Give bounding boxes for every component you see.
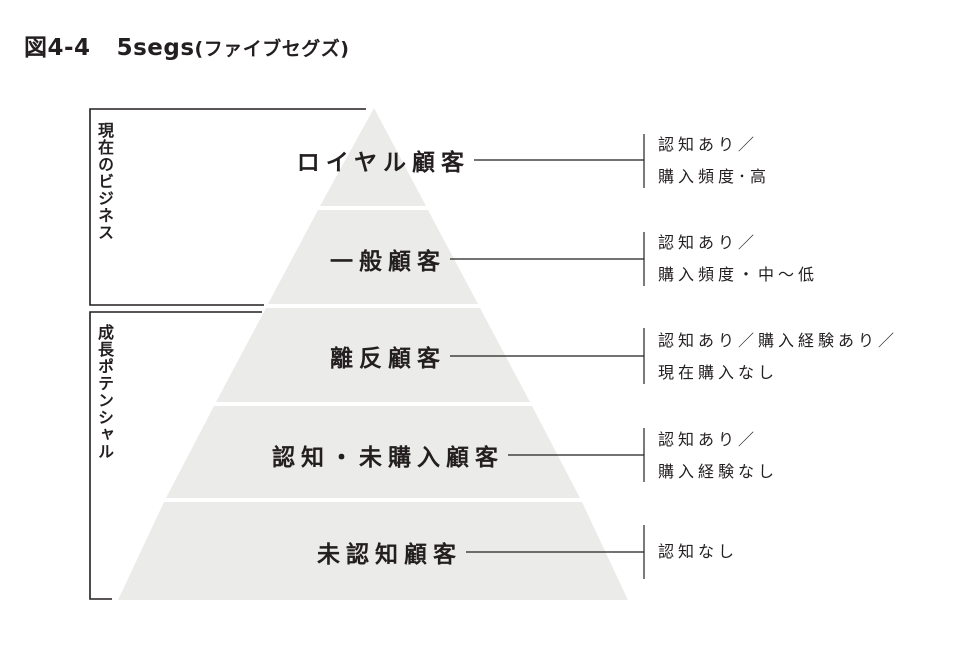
figure-number: 図4-4 xyxy=(24,35,91,61)
desc-line: 購入頻度・中～低 xyxy=(658,265,819,284)
tier-band-1 xyxy=(320,108,426,206)
tier-band-3 xyxy=(216,308,530,402)
tier-desc-aware-non-purchaser: 認知あり／ 購入経験なし xyxy=(658,424,778,488)
desc-line: 認知なし xyxy=(658,542,739,561)
figure-name: 5segs xyxy=(116,35,195,61)
desc-line: 購入経験なし xyxy=(658,462,779,481)
bracket-current-business xyxy=(89,108,366,306)
bracket-growth-potential xyxy=(89,311,262,600)
tier-label-lapsed: 離反顧客 xyxy=(330,346,446,372)
tier-band-4 xyxy=(166,406,580,498)
tier-label-aware-non-purchaser: 認知・未購入顧客 xyxy=(272,445,504,471)
group-label-current-business: 現在のビジネス xyxy=(95,122,114,241)
tier-desc-loyal: 認知あり／ 購入頻度･高 xyxy=(658,129,770,193)
desc-line: 認知あり／購入経験あり／ xyxy=(658,331,899,350)
group-label-growth-potential: 成長ポテンシャル xyxy=(95,324,114,460)
figure-title: 図4-4 5segs(ファイブセグズ) xyxy=(24,28,349,62)
desc-line: 購入頻度･高 xyxy=(658,167,771,186)
tier-desc-lapsed: 認知あり／購入経験あり／ 現在購入なし xyxy=(658,325,898,389)
tier-label-loyal: ロイヤル顧客 xyxy=(296,150,470,176)
desc-line: 認知あり／ xyxy=(658,135,759,154)
tier-label-unaware: 未認知顧客 xyxy=(317,542,462,568)
tier-band-5 xyxy=(118,502,628,600)
desc-line: 認知あり／ xyxy=(658,233,759,252)
tier-band-2 xyxy=(268,210,478,304)
tier-desc-unaware: 認知なし xyxy=(658,536,738,568)
desc-line: 認知あり／ xyxy=(658,430,759,449)
desc-line: 現在購入なし xyxy=(658,363,779,382)
figure-subtitle: (ファイブセグズ) xyxy=(194,38,350,60)
tier-desc-general: 認知あり／ 購入頻度・中～低 xyxy=(658,227,818,291)
tier-label-general: 一般顧客 xyxy=(330,249,446,275)
